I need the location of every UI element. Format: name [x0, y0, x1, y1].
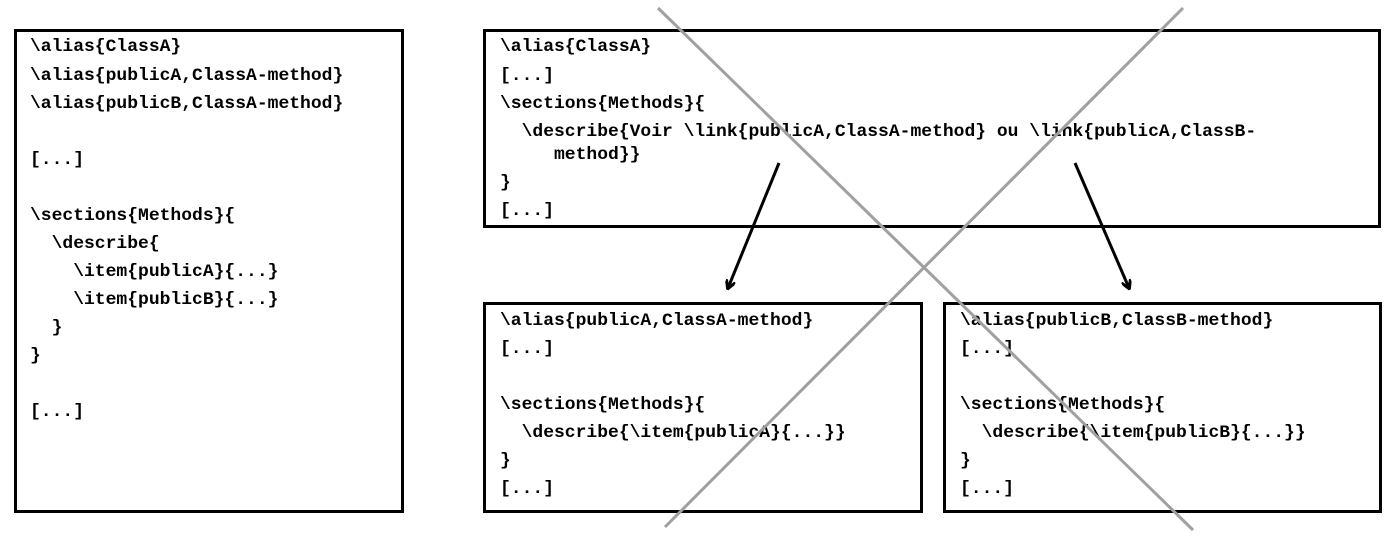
- source-file-box: [14, 29, 404, 513]
- source-file-code-line: }: [30, 346, 41, 366]
- cross-out-line-1: [656, 6, 1195, 532]
- arrow-to-publicB: [1073, 162, 1129, 288]
- classA-page-box: [483, 29, 1381, 228]
- classA-page-code-line: method}}: [500, 145, 641, 165]
- classA-page-code-line: [...]: [500, 66, 555, 86]
- source-file-code-line: [...]: [30, 402, 85, 422]
- arrow-to-publicA: [728, 162, 781, 288]
- classA-page-code-line: }: [500, 173, 511, 193]
- publicB-page-code-line: \describe{\item{publicB}{...}}: [960, 423, 1306, 443]
- publicB-page-box: [943, 302, 1382, 513]
- publicA-page-code-line: [...]: [500, 339, 555, 359]
- publicA-page-code-line: }: [500, 451, 511, 471]
- classA-page-code-line: \describe{Voir \link{publicA,ClassA-meth…: [500, 122, 1257, 142]
- source-file-code-line: [...]: [30, 150, 85, 170]
- source-file-code-line: \item{publicB}{...}: [30, 290, 279, 310]
- publicA-page-box: [483, 302, 923, 513]
- cross-out-line-2: [663, 6, 1185, 529]
- classA-page-code-line: \alias{ClassA}: [500, 37, 652, 57]
- source-file-code-line: \alias{publicB,ClassA-method}: [30, 94, 344, 114]
- source-file-code-line: \alias{publicA,ClassA-method}: [30, 66, 344, 86]
- source-file-code-line: }: [30, 318, 63, 338]
- source-file-code-line: \alias{ClassA}: [30, 37, 182, 57]
- source-file-code-line: \item{publicA}{...}: [30, 262, 279, 282]
- publicA-page-code-line: [...]: [500, 479, 555, 499]
- publicB-page-code-line: }: [960, 451, 971, 471]
- publicB-page-code-line: \sections{Methods}{: [960, 395, 1166, 415]
- publicA-page-code-line: \sections{Methods}{: [500, 395, 706, 415]
- source-file-code-line: \describe{: [30, 234, 160, 254]
- classA-page-code-line: [...]: [500, 201, 555, 221]
- publicB-page-code-line: \alias{publicB,ClassB-method}: [960, 311, 1274, 331]
- source-file-code-line: \sections{Methods}{: [30, 206, 236, 226]
- publicA-page-code-line: \alias{publicA,ClassA-method}: [500, 311, 814, 331]
- classA-page-code-line: \sections{Methods}{: [500, 94, 706, 114]
- publicB-page-code-line: [...]: [960, 479, 1015, 499]
